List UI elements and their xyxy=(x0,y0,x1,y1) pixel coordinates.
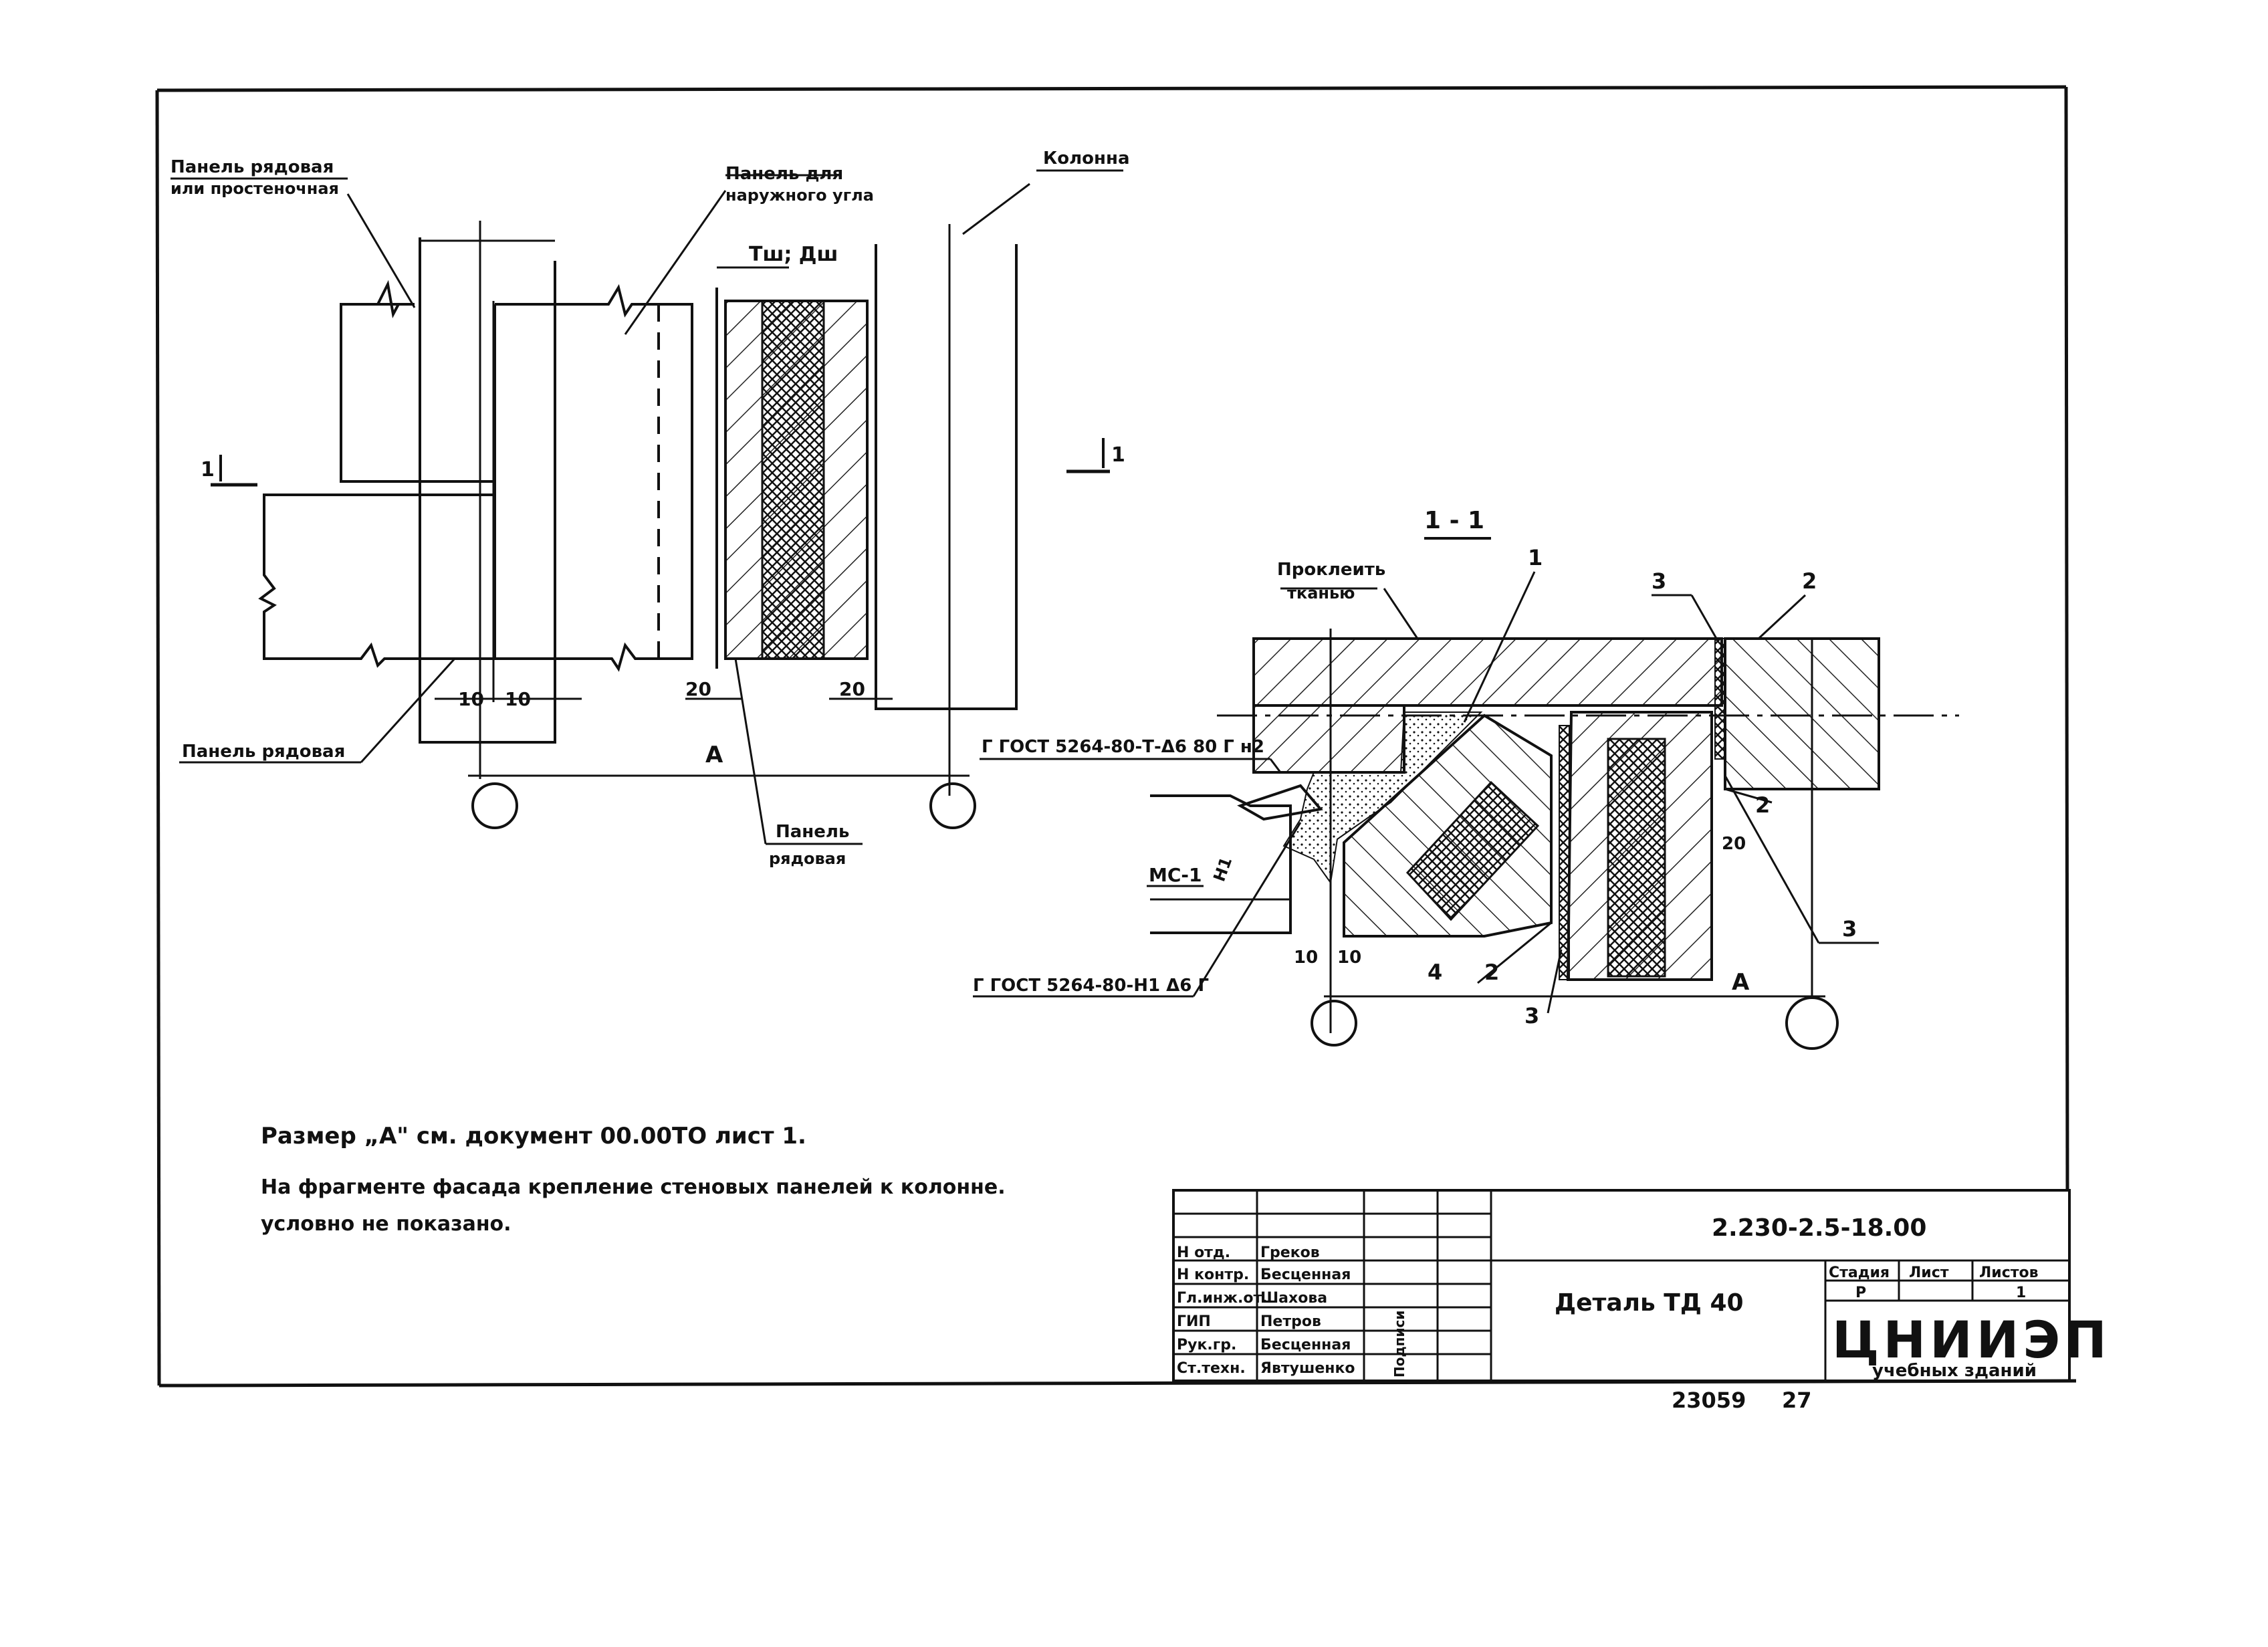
section-title: 1 - 1 xyxy=(1424,507,1484,534)
label-panel-outer-corner-2: наружного угла xyxy=(725,186,874,205)
detail-title: Деталь ТД 40 xyxy=(1555,1289,1744,1317)
inventory-number: 23059 xyxy=(1672,1388,1746,1413)
label-glue-note-1: Проклеить xyxy=(1277,560,1385,580)
label-panel-regular-or-pier-2: или простеночная xyxy=(171,179,339,198)
label-panel-regular-middle-1: Панель xyxy=(776,822,849,842)
callout-3-right: 3 xyxy=(1842,916,1857,942)
role-2: Н контр. xyxy=(1177,1267,1249,1283)
signatures-label: Подписи xyxy=(1391,1311,1407,1378)
label-glue-note-2: тканью xyxy=(1287,584,1355,602)
role-6: Ст.техн. xyxy=(1177,1360,1246,1377)
facade-elevation xyxy=(171,169,1123,845)
label-panel-regular-middle-2: рядовая xyxy=(769,849,846,868)
page-number: 27 xyxy=(1782,1388,1812,1413)
name-3: Шахова xyxy=(1260,1290,1327,1307)
dim-20-b: 20 xyxy=(839,678,865,700)
dim-A-section: А xyxy=(1732,969,1750,996)
name-4: Петров xyxy=(1260,1313,1321,1330)
label-panel-outer-corner-1: Панель для xyxy=(725,164,843,184)
callout-2-top: 2 xyxy=(1802,568,1817,594)
stage-header: Стадия xyxy=(1829,1265,1890,1281)
sheets-value: 1 xyxy=(2016,1285,2026,1301)
title-block xyxy=(1172,1189,2071,1382)
label-column: Колонна xyxy=(1043,148,1130,169)
name-5: Бесценная xyxy=(1260,1337,1351,1353)
role-5: Рук.гр. xyxy=(1177,1337,1236,1353)
callout-1: 1 xyxy=(1528,545,1543,570)
label-panel-regular-or-pier-1: Панель рядовая xyxy=(171,157,334,177)
weld-note-bottom: Г ГОСТ 5264-80-Н1 Δ6 Г xyxy=(973,976,1209,996)
weld-note-top: Г ГОСТ 5264-80-Т-Δ6 80 Г н2 xyxy=(982,737,1264,757)
callout-2-bottom: 2 xyxy=(1484,960,1499,985)
dim-10-section-right: 10 xyxy=(1337,948,1361,968)
callout-3-bottom: 3 xyxy=(1524,1003,1539,1028)
dim-20-a: 20 xyxy=(685,678,711,700)
label-mc1: МС-1 xyxy=(1149,864,1202,886)
role-3: Гл.инж.от. xyxy=(1177,1290,1268,1307)
dim-A-elevation: А xyxy=(705,742,723,768)
label-n1: Н1 xyxy=(1210,855,1236,884)
section-mark-left: 1 xyxy=(201,458,215,481)
doc-code: 2.230-2.5-18.00 xyxy=(1712,1214,1926,1242)
name-1: Греков xyxy=(1260,1244,1320,1261)
callout-3-top: 3 xyxy=(1652,568,1666,594)
dim-10-section-left: 10 xyxy=(1294,948,1318,968)
note-line-3: условно не показано. xyxy=(261,1212,512,1236)
name-2: Бесценная xyxy=(1260,1267,1351,1283)
label-joint-mark: Тш; Дш xyxy=(749,243,838,266)
dim-20-section: 20 xyxy=(1722,834,1746,854)
section-mark-right: 1 xyxy=(1111,443,1125,467)
sheet-header: Лист xyxy=(1909,1265,1949,1281)
role-1: Н отд. xyxy=(1177,1244,1230,1261)
name-6: Явтушенко xyxy=(1260,1360,1355,1377)
section-1-1 xyxy=(973,537,1959,1050)
sheets-header: Листов xyxy=(1979,1265,2039,1281)
role-4: ГИП xyxy=(1177,1313,1211,1330)
label-panel-regular-bottom: Панель рядовая xyxy=(182,742,345,762)
callout-4: 4 xyxy=(1428,960,1442,985)
note-line-1: Размер „А" см. документ 00.00ТО лист 1. xyxy=(261,1123,806,1149)
dim-10-right: 10 xyxy=(505,688,531,710)
dim-10-left: 10 xyxy=(458,688,484,710)
callout-2-right: 2 xyxy=(1755,792,1770,818)
note-line-2: На фрагменте фасада крепление стеновых п… xyxy=(261,1176,1006,1199)
org-subtitle: учебных зданий xyxy=(1872,1361,2037,1381)
org-name: ЦНИИЭП xyxy=(1832,1310,2111,1369)
stage-value: Р xyxy=(1855,1285,1866,1301)
